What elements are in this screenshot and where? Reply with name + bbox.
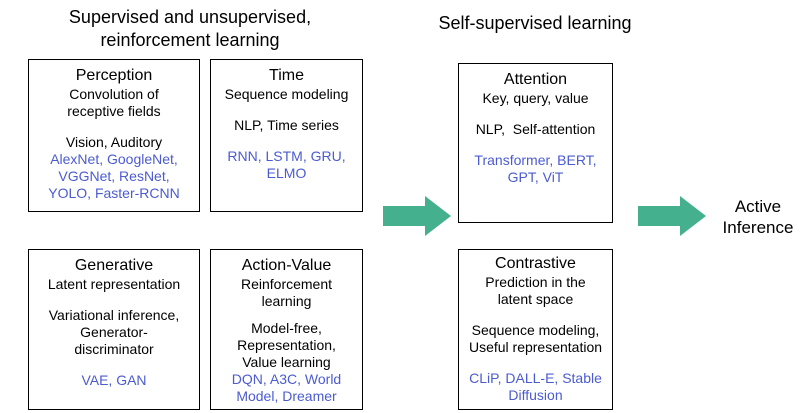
contrastive-desc-line2: latent space [497,291,574,307]
generative-box: Generative Latent representation Variati… [28,249,200,410]
generative-domain-line1: Variational inference, [48,307,180,323]
generative-domain-line2: Generator- [80,324,148,340]
perception-desc-line2: receptive fields [67,103,161,119]
generative-title: Generative [74,257,154,274]
contrastive-title: Contrastive [495,255,576,272]
perception-domain: Vision, Auditory [65,134,163,150]
contrastive-box: Contrastive Prediction in the latent spa… [458,249,613,410]
time-models-line1: RNN, LSTM, GRU, [227,148,346,164]
perception-models-line2: VGGNet, ResNet, [58,168,170,184]
time-models-line2: ELMO [266,165,307,181]
self-supervised-heading: Self-supervised learning [438,13,632,33]
action-value-domain-line3: Value learning [242,354,331,370]
perception-desc-line1: Convolution of [69,86,159,102]
arrow-to-active-inference [638,196,706,236]
contrastive-models-line1: CLiP, DALL-E, Stable [469,370,602,386]
time-domain: NLP, Time series [234,117,339,133]
attention-models-line2: GPT, ViT [507,169,564,185]
contrastive-domain-line1: Sequence modeling, [471,322,600,338]
contrastive-domain-line2: Useful representation [468,339,603,355]
active-inference-label: Active Inference [716,196,800,238]
action-value-title: Action-Value [241,257,332,274]
time-title: Time [269,67,304,84]
perception-title: Perception [75,67,153,84]
action-value-domain-line1: Model-free, [251,320,322,336]
contrastive-models-line2: Diffusion [508,387,563,403]
generative-desc: Latent representation [47,276,181,292]
generative-models: VAE, GAN [81,372,147,388]
time-desc: Sequence modeling [224,86,349,102]
active-inference-line2: Inference [722,218,794,237]
perception-models-line3: YOLO, Faster-RCNN [48,185,180,201]
arrow-to-self-supervised [383,196,451,236]
attention-domain: NLP, Self-attention [475,121,596,137]
action-value-box: Action-Value Reinforcement learning Mode… [210,249,363,410]
supervised-heading-line1: Supervised and unsupervised, [68,7,312,27]
attention-box: Attention Key, query, value NLP, Self-at… [458,63,613,223]
action-value-models-line1: DQN, A3C, World [231,371,342,387]
active-inference-line1: Active [734,197,782,216]
supervised-heading: Supervised and unsupervised, reinforceme… [40,6,340,52]
time-box: Time Sequence modeling NLP, Time series … [210,59,363,212]
perception-box: Perception Convolution of receptive fiel… [28,59,200,212]
attention-models-line1: Transformer, BERT, [474,152,597,168]
supervised-heading-line2: reinforcement learning [100,30,280,50]
action-value-desc-line1: Reinforcement [240,276,333,292]
generative-domain-line3: discriminator [74,341,154,357]
perception-models-line1: AlexNet, GoogleNet, [50,151,178,167]
action-value-domain-line2: Representation, [237,337,336,353]
attention-title: Attention [503,71,568,88]
action-value-models-line2: Model, Dreamer [236,388,337,404]
contrastive-desc-line1: Prediction in the [485,274,586,290]
action-value-desc-line2: learning [261,293,312,309]
attention-desc: Key, query, value [482,90,589,106]
